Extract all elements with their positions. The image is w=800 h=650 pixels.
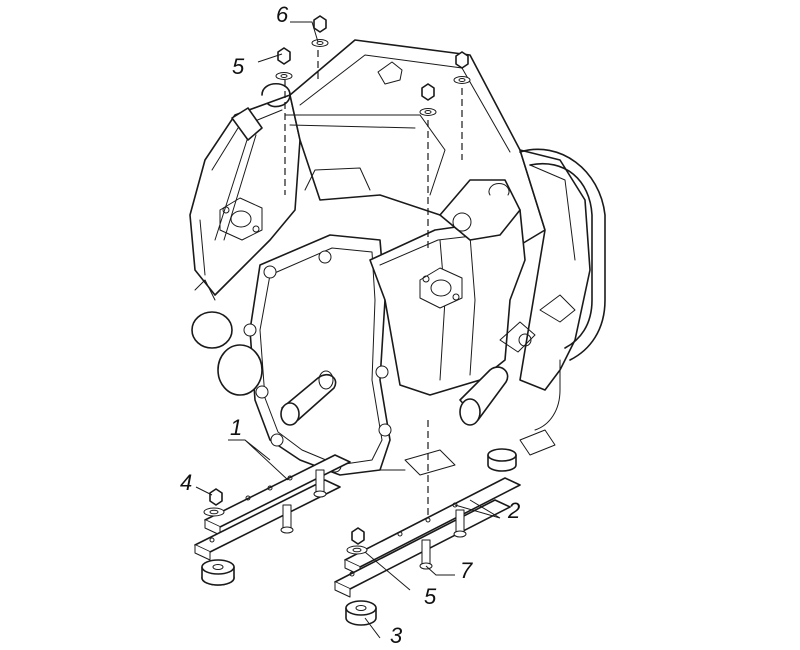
top-nut-5 — [275, 47, 293, 80]
engine-body — [189, 39, 606, 476]
top-nut-6 — [311, 15, 329, 47]
callout-5-top: 5 — [232, 54, 245, 79]
bolts-7 — [280, 469, 467, 570]
leader-lines — [195, 21, 501, 639]
top-nut-center — [419, 83, 437, 116]
rubber-mount-back — [487, 448, 517, 472]
starter-motor — [459, 294, 576, 426]
base-rail-1-left — [194, 454, 351, 561]
rubber-mount-left — [201, 559, 235, 586]
nut-4 — [203, 488, 225, 517]
nut-5-lower — [346, 527, 368, 555]
rubber-mount-right — [345, 600, 377, 626]
callout-5-bottom: 5 — [424, 584, 437, 609]
callout-2: 2 — [507, 498, 520, 523]
callout-4: 4 — [180, 470, 192, 495]
pto-shaft — [280, 370, 337, 426]
top-nut-right — [453, 51, 471, 84]
dipstick — [214, 107, 263, 241]
callout-6: 6 — [276, 2, 289, 27]
callout-3: 3 — [390, 623, 403, 648]
callout-1: 1 — [230, 415, 242, 440]
right-exhaust-flange — [419, 267, 463, 309]
callout-7: 7 — [460, 558, 473, 583]
alignment-lines — [284, 50, 463, 530]
left-exhaust-flange — [219, 197, 263, 241]
